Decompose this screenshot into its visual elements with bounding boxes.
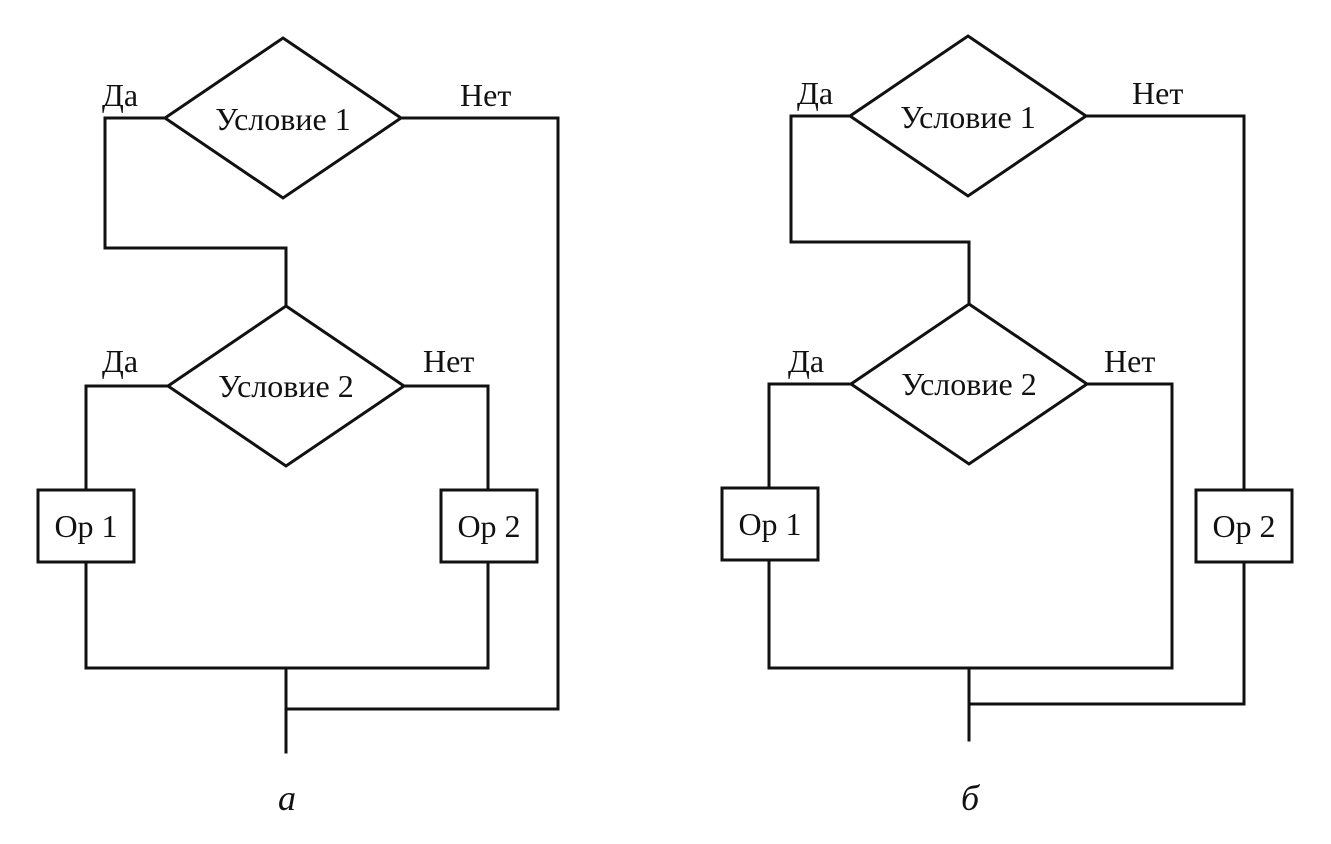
no2-branch-a — [402, 384, 490, 492]
condition-1-diamond-a — [162, 36, 404, 200]
yes-1-label-b: Да — [797, 75, 833, 111]
condition-2-diamond-b — [848, 302, 1090, 466]
caption-a: а — [278, 778, 296, 818]
op-1-label-a: Op 1 — [54, 508, 117, 544]
no1-branch-b — [1084, 114, 1246, 492]
yes2-branch-a — [84, 384, 170, 492]
condition-2-label-b: Условие 2 — [901, 366, 1036, 402]
condition-2-diamond-a — [165, 304, 407, 468]
no-1-label-b: Нет — [1132, 75, 1183, 111]
condition-1-diamond-b — [847, 34, 1089, 198]
op-1-box-b — [720, 486, 820, 562]
flowchart-a: Условие 1 Условие 2 Op 1 Op 2 Да Нет Да … — [36, 36, 560, 818]
yes1-branch-b — [789, 114, 971, 306]
caption-b: б — [961, 778, 981, 818]
op1-down-a — [84, 560, 490, 670]
yes1-branch-a — [103, 116, 288, 307]
condition-1-label-b: Условие 1 — [900, 99, 1035, 135]
no-2-label-a: Нет — [423, 343, 474, 379]
op2-down-b — [967, 560, 1246, 706]
op-2-box-a — [439, 488, 539, 564]
condition-1-label-a: Условие 1 — [215, 101, 350, 137]
op-2-label-b: Op 2 — [1212, 508, 1275, 544]
yes-2-label-a: Да — [102, 343, 138, 379]
op-1-label-b: Op 1 — [738, 506, 801, 542]
yes-1-label-a: Да — [102, 77, 138, 113]
condition-2-label-a: Условие 2 — [218, 368, 353, 404]
connectors-a — [84, 116, 560, 754]
flowchart-b: Условие 1 Условие 2 Op 1 Op 2 Да Нет Да … — [720, 34, 1294, 818]
connectors-b — [767, 114, 1246, 742]
no2-branch-b — [767, 382, 1174, 670]
no1-branch-a — [284, 116, 560, 711]
yes2-branch-b — [767, 382, 853, 490]
op-2-box-b — [1194, 488, 1294, 564]
op-2-label-a: Op 2 — [457, 508, 520, 544]
yes-2-label-b: Да — [788, 343, 824, 379]
op-1-box-a — [36, 488, 136, 564]
no-1-label-a: Нет — [460, 77, 511, 113]
no-2-label-b: Нет — [1104, 343, 1155, 379]
